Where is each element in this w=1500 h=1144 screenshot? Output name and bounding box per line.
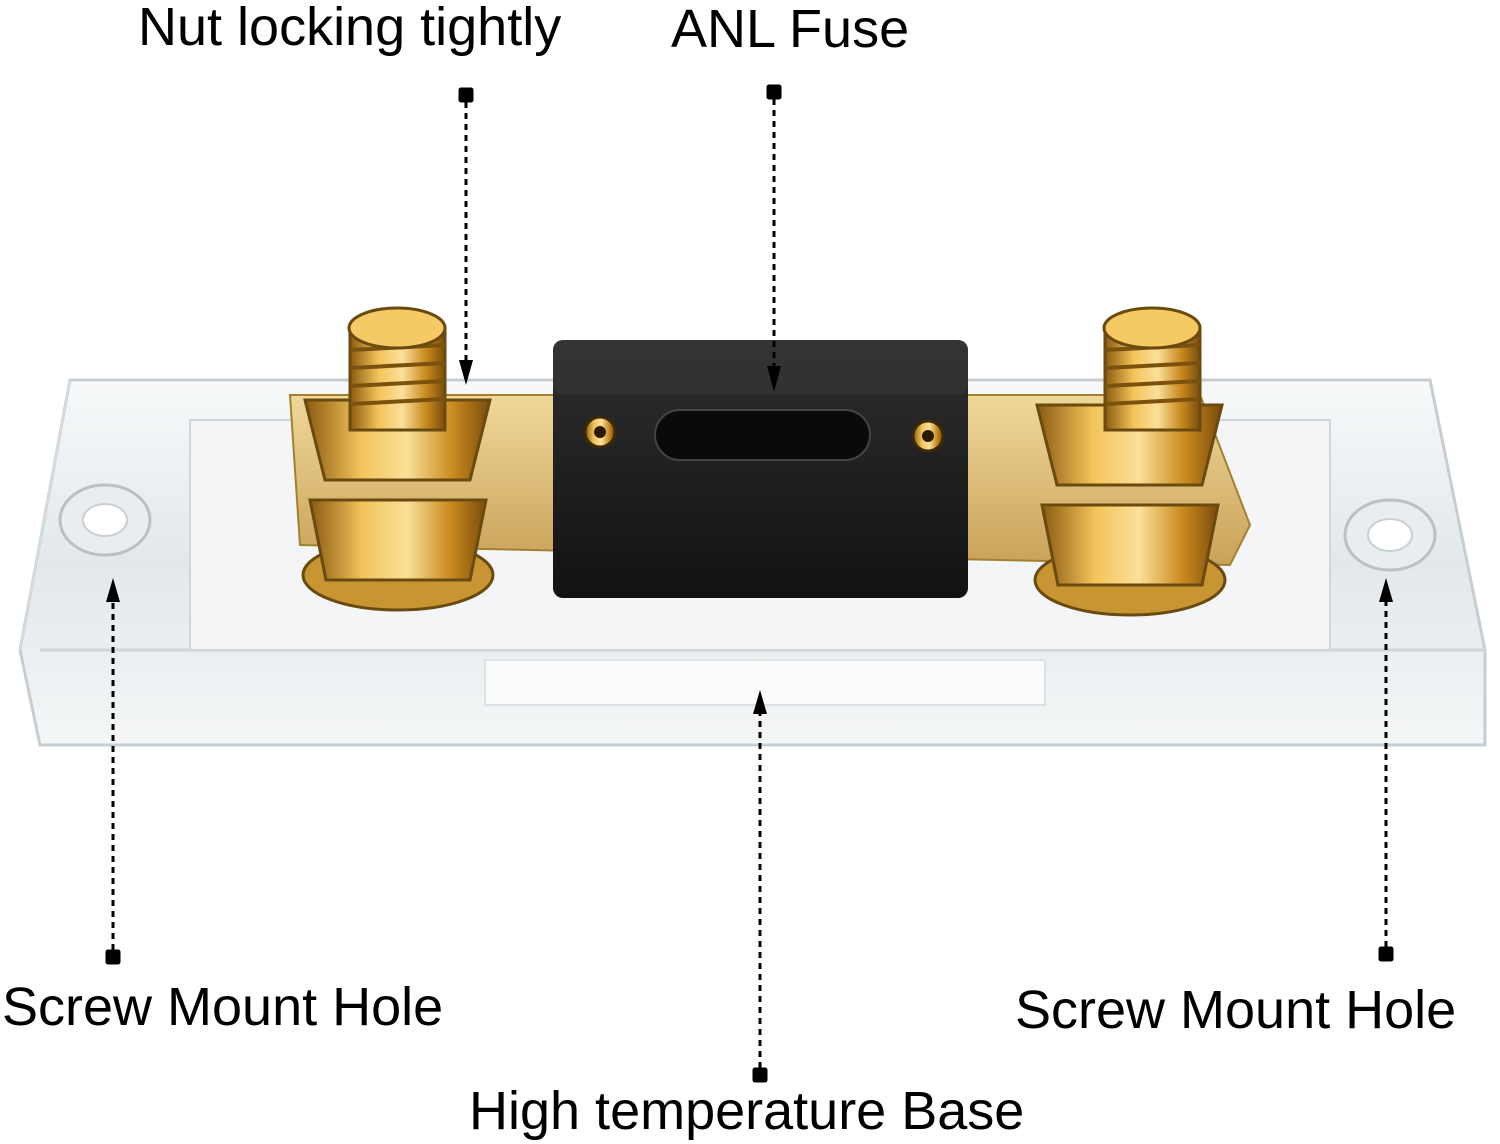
callout-nut — [458, 87, 474, 385]
label-screw-mount-right: Screw Mount Hole — [1015, 980, 1457, 1040]
callout-base — [752, 690, 768, 1083]
left-terminal-stud — [301, 306, 495, 612]
label-screw-mount-left: Screw Mount Hole — [2, 977, 444, 1037]
screw-mount-hole-left — [58, 483, 152, 557]
label-nut-locking: Nut locking tightly — [138, 0, 562, 57]
label-high-temperature-base: High temperature Base — [469, 1081, 1025, 1141]
right-terminal-stud — [1033, 306, 1227, 617]
callout-screw-right — [1378, 578, 1394, 962]
screw-mount-hole-right — [1343, 498, 1437, 572]
label-anl-fuse: ANL Fuse — [671, 0, 910, 59]
callout-anl-fuse — [766, 84, 782, 392]
callout-screw-left — [105, 578, 121, 965]
anl-fuse — [553, 340, 968, 598]
